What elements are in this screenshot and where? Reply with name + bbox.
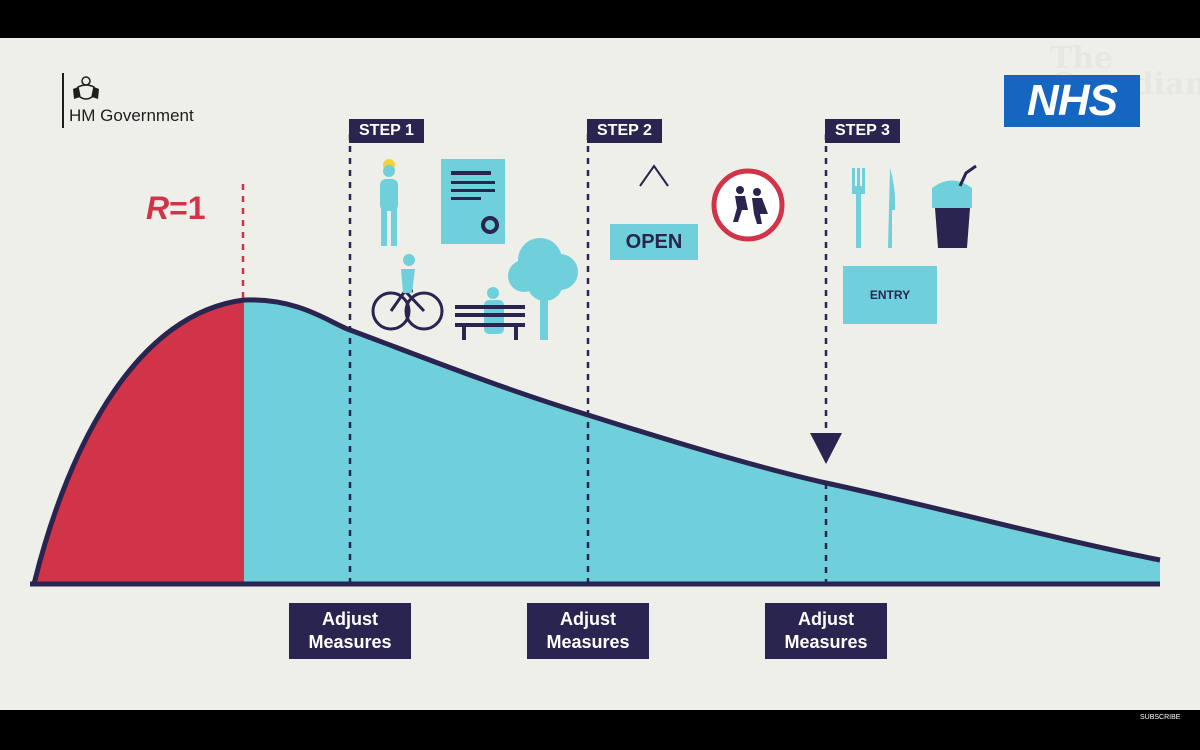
decline-area xyxy=(244,299,1160,584)
step-3-tab: STEP 3 xyxy=(825,119,900,143)
logo-divider xyxy=(62,73,64,128)
royal-crest-icon xyxy=(73,76,99,100)
adjust-line: Adjust xyxy=(798,609,854,629)
open-sign: OPEN xyxy=(610,224,698,260)
adjust-measures-box-2: Adjust Measures xyxy=(527,603,649,659)
nhs-logo: NHS xyxy=(1004,75,1140,127)
school-children-icon xyxy=(711,168,785,242)
growth-area xyxy=(34,300,244,584)
measures-line: Measures xyxy=(308,632,392,652)
r-value: =1 xyxy=(169,190,206,226)
video-frame: TheGuardian HM Government NHS xyxy=(0,38,1200,710)
hm-government-logo: HM Government xyxy=(62,73,262,133)
step-1-tab: STEP 1 xyxy=(349,119,424,143)
step-2-tab: STEP 2 xyxy=(587,119,662,143)
adjust-measures-box-1: Adjust Measures xyxy=(289,603,411,659)
r-equals-one-label: R=1 xyxy=(146,190,206,227)
bench-icon xyxy=(455,287,525,340)
measures-line: Measures xyxy=(546,632,630,652)
adjust-line: Adjust xyxy=(322,609,378,629)
drink-cup-icon xyxy=(932,164,977,248)
adjust-measures-box-3: Adjust Measures xyxy=(765,603,887,659)
person-icon xyxy=(380,159,398,246)
entry-ticket: ENTRY xyxy=(843,266,937,324)
cyclist-icon xyxy=(371,254,444,331)
adjust-line: Adjust xyxy=(560,609,616,629)
current-position-marker xyxy=(810,433,842,464)
certificate-icon xyxy=(441,159,505,244)
roadmap-diagram xyxy=(30,134,1161,587)
fork-knife-icon xyxy=(852,168,896,248)
r-symbol: R xyxy=(146,190,170,226)
tree-icon xyxy=(508,238,578,340)
open-sign-icon xyxy=(639,164,669,187)
epidemic-curve xyxy=(31,297,1161,585)
hm-government-label: HM Government xyxy=(69,106,194,125)
measures-line: Measures xyxy=(784,632,868,652)
subscribe-link[interactable]: SUBSCRIBE xyxy=(1140,714,1181,721)
